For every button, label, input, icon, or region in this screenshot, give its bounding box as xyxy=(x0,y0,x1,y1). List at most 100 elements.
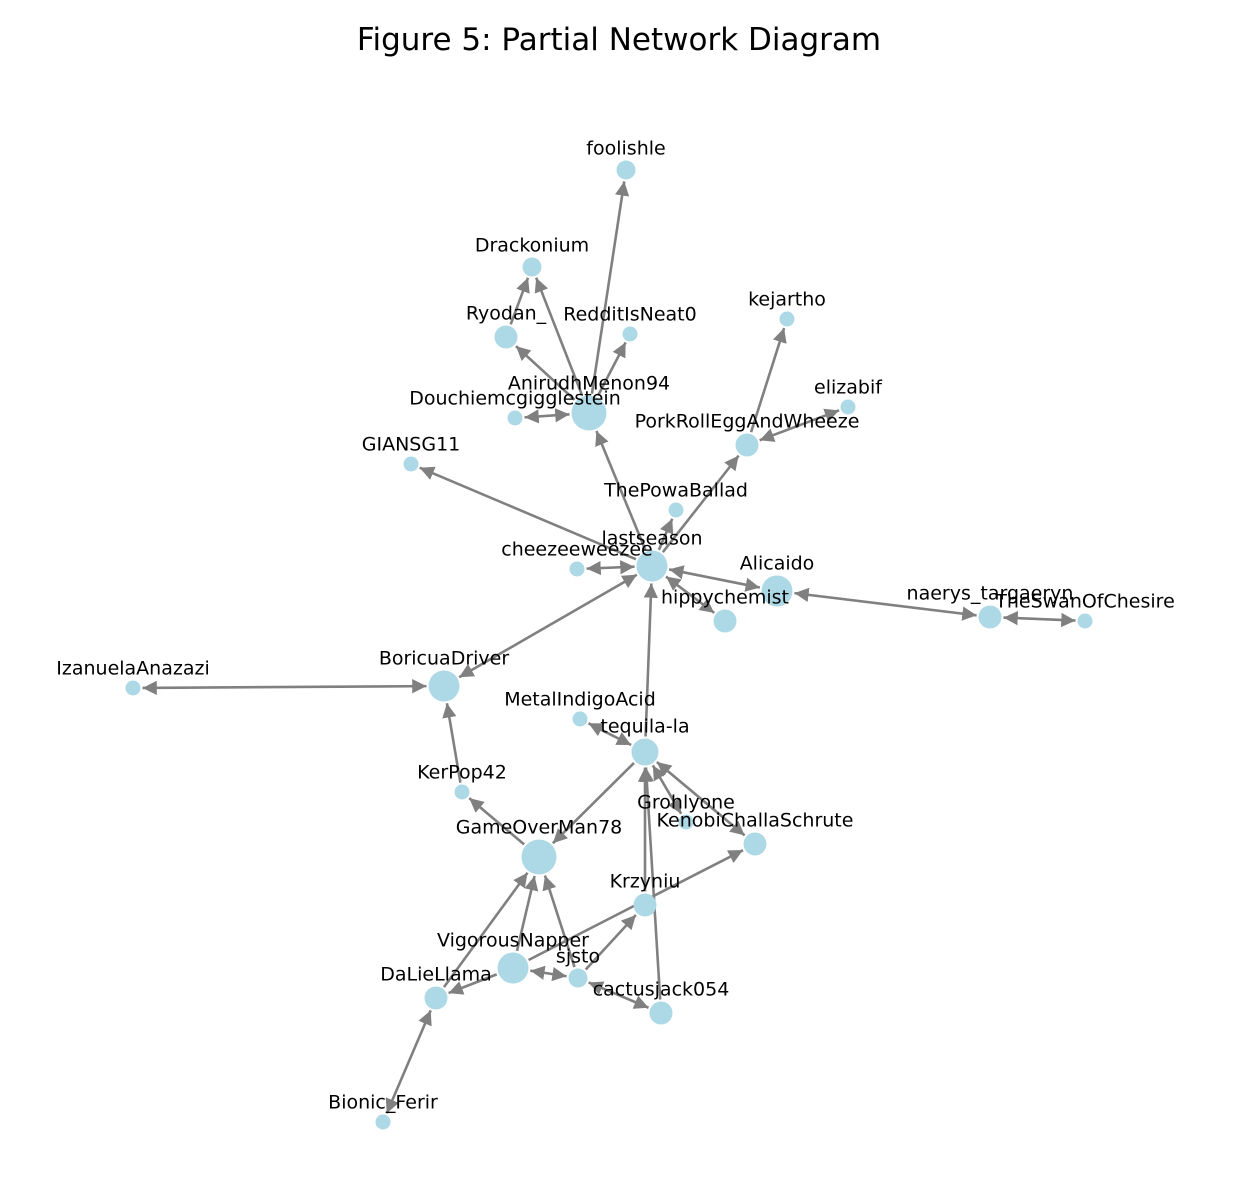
node-label-IzanuelaAnazazi: IzanuelaAnazazi xyxy=(56,658,209,680)
edge-lastseason-cheezeeweezee xyxy=(586,560,635,576)
node-Alicaido xyxy=(761,575,793,607)
edge-Ryodan_-Drackonium xyxy=(509,277,530,325)
edge-cactusjack054-tequila-la xyxy=(639,767,662,1000)
node-label-Bionic_Ferir: Bionic_Ferir xyxy=(328,1092,438,1114)
node-label-GameOverMan78: GameOverMan78 xyxy=(456,817,623,839)
edge-sjsto-Krzyniu xyxy=(584,914,637,971)
edge-AnirudhMenon94-RedditIsNeat0 xyxy=(596,341,627,397)
edge-PorkRollEggAndWheeze-elizabif xyxy=(759,408,840,442)
node-label-cactusjack054: cactusjack054 xyxy=(593,979,730,1001)
node-label-Ryodan_: Ryodan_ xyxy=(466,303,547,325)
edge-DaLieLlama-Bionic_Ferir xyxy=(385,1009,432,1114)
node-Krzyniu xyxy=(633,893,657,917)
node-label-kejartho: kejartho xyxy=(748,289,826,311)
node-foolishle xyxy=(616,160,636,180)
node-label-hippychemist: hippychemist xyxy=(661,587,789,609)
node-label-foolishle: foolishle xyxy=(586,138,665,160)
edge-DaLieLlama-GameOverMan78 xyxy=(442,871,529,988)
node-RedditIsNeat0 xyxy=(622,326,638,342)
node-label-BoricuaDriver: BoricuaDriver xyxy=(379,648,510,670)
node-label-ThePowaBallad: ThePowaBallad xyxy=(603,480,748,502)
node-TheSwanOfChesire xyxy=(1077,613,1093,629)
edge-AnirudhMenon94-foolishle xyxy=(590,181,630,394)
edge-naerys_targaeryn-Alicaido xyxy=(794,587,977,621)
edge-lastseason-Alicaido xyxy=(668,565,761,592)
node-AnirudhMenon94 xyxy=(571,395,607,431)
node-label-Krzyniu: Krzyniu xyxy=(610,871,681,893)
node-label-Douchiemcgigglestein: Douchiemcgigglestein xyxy=(409,388,621,410)
node-tequila-la xyxy=(631,738,659,766)
edge-GameOverMan78-KerPop42 xyxy=(468,797,525,846)
node-MetalIndigoAcid xyxy=(572,711,588,727)
node-Bionic_Ferir xyxy=(375,1114,391,1130)
edge-tequila-la-GameOverMan78 xyxy=(551,761,635,845)
edge-layer xyxy=(142,181,1076,1114)
node-label-sjsto: sjsto xyxy=(556,946,600,968)
edge-sjsto-GameOverMan78 xyxy=(542,875,576,968)
node-label-lastseason: lastseason xyxy=(601,528,702,550)
edge-lastseason-GIANSG11 xyxy=(419,466,637,561)
node-layer xyxy=(125,160,1093,1130)
edge-tequila-la-KenobiChallaSchrute xyxy=(656,760,746,837)
node-DaLieLlama xyxy=(424,986,448,1010)
edge-BoricuaDriver-IzanuelaAnazazi xyxy=(142,679,427,695)
edge-tequila-la-MetalIndigoAcid xyxy=(587,722,632,747)
node-label-cheezeeweezee: cheezeeweezee xyxy=(501,539,653,561)
figure-title: Figure 5: Partial Network Diagram xyxy=(356,22,882,58)
edge-AnirudhMenon94-Ryodan_ xyxy=(515,345,576,401)
node-Douchiemcgigglestein xyxy=(507,410,523,426)
edge-lastseason-AnirudhMenon94 xyxy=(595,430,647,551)
node-label-elizabif: elizabif xyxy=(814,377,883,399)
node-label-Grohlyone: Grohlyone xyxy=(637,792,735,814)
edge-sjsto-cactusjack054 xyxy=(588,981,650,1009)
node-label-MetalIndigoAcid: MetalIndigoAcid xyxy=(504,689,656,711)
node-cheezeeweezee xyxy=(569,561,585,577)
edge-VigorousNapper-GameOverMan78 xyxy=(515,875,539,952)
edge-PorkRollEggAndWheeze-kejartho xyxy=(749,327,787,433)
node-label-DaLieLlama: DaLieLlama xyxy=(380,964,492,986)
edge-lastseason-hippychemist xyxy=(665,575,716,614)
node-Grohlyone xyxy=(678,814,694,830)
node-label-naerys_targaeryn: naerys_targaeryn xyxy=(907,583,1074,605)
node-label-GIANSG11: GIANSG11 xyxy=(362,434,461,456)
node-label-VigorousNapper: VigorousNapper xyxy=(437,930,589,952)
edge-lastseason-BoricuaDriver xyxy=(458,573,638,679)
node-VigorousNapper xyxy=(497,952,529,984)
node-cactusjack054 xyxy=(649,1001,673,1025)
node-KenobiChallaSchrute xyxy=(743,832,767,856)
edge-naerys_targaeryn-TheSwanOfChesire xyxy=(1003,611,1076,628)
edge-KerPop42-BoricuaDriver xyxy=(442,703,462,783)
node-elizabif xyxy=(840,399,856,415)
node-label-tequila-la: tequila-la xyxy=(600,716,689,738)
node-Ryodan_ xyxy=(494,325,518,349)
node-GIANSG11 xyxy=(403,456,419,472)
node-sjsto xyxy=(568,968,588,988)
node-lastseason xyxy=(636,550,668,582)
edge-AnirudhMenon94-Douchiemcgigglestein xyxy=(524,408,570,424)
node-label-TheSwanOfChesire: TheSwanOfChesire xyxy=(994,591,1175,613)
node-label-KenobiChallaSchrute: KenobiChallaSchrute xyxy=(657,810,854,832)
node-IzanuelaAnazazi xyxy=(125,680,141,696)
edge-lastseason-PorkRollEggAndWheeze xyxy=(661,454,740,554)
edge-AnirudhMenon94-Drackonium xyxy=(534,277,584,396)
node-hippychemist xyxy=(713,609,737,633)
node-ThePowaBallad xyxy=(668,502,684,518)
node-label-AnirudhMenon94: AnirudhMenon94 xyxy=(508,373,670,395)
node-Drackonium xyxy=(522,257,542,277)
edge-VigorousNapper-DaLieLlama xyxy=(448,973,498,995)
node-label-RedditIsNeat0: RedditIsNeat0 xyxy=(563,304,696,326)
node-label-Alicaido: Alicaido xyxy=(740,553,815,575)
node-BoricuaDriver xyxy=(428,670,460,702)
node-naerys_targaeryn xyxy=(978,605,1002,629)
node-GameOverMan78 xyxy=(521,839,557,875)
node-PorkRollEggAndWheeze xyxy=(735,433,759,457)
node-kejartho xyxy=(779,311,795,327)
edge-VigorousNapper-sjsto xyxy=(530,965,567,982)
edge-tequila-la-lastseason xyxy=(643,583,658,737)
node-label-Drackonium: Drackonium xyxy=(475,235,589,257)
edge-lastseason-ThePowaBallad xyxy=(657,518,674,551)
node-label-PorkRollEggAndWheeze: PorkRollEggAndWheeze xyxy=(635,411,860,433)
node-KerPop42 xyxy=(454,784,470,800)
